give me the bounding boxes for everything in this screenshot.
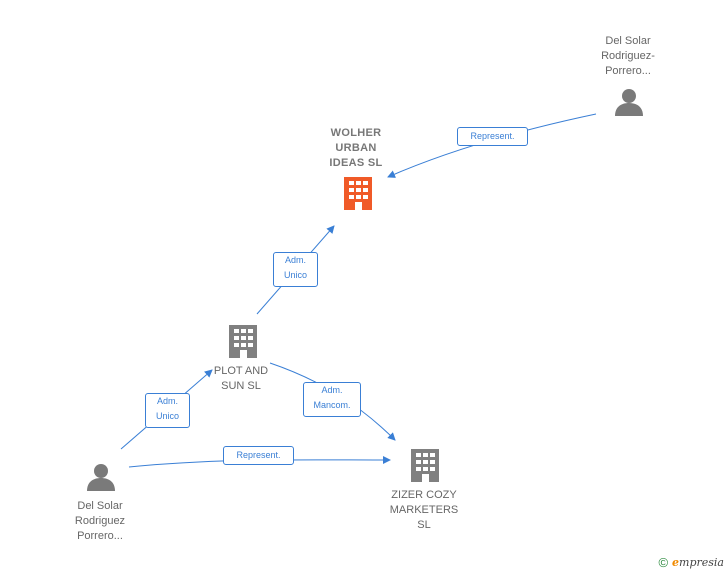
edge-label-top-represent: Represent. bbox=[457, 127, 528, 146]
company-label-wolher[interactable]: WOLHER URBAN IDEAS SL bbox=[329, 127, 383, 169]
edge-label-person-to-zizer: Represent. bbox=[223, 446, 294, 465]
company-label-zizer[interactable]: ZIZER COZY MARKETERS SL bbox=[389, 489, 459, 531]
edge-label-person-to-plot: Adm. Unico bbox=[145, 393, 190, 428]
building-icon bbox=[229, 325, 257, 358]
edge-label-plot-to-zizer: Adm. Mancom. bbox=[303, 382, 361, 417]
building-icon bbox=[411, 449, 439, 482]
brand-logo[interactable]: empresia bbox=[672, 556, 724, 569]
person-icon bbox=[615, 89, 643, 116]
edge-label-plot-to-wolher: Adm. Unico bbox=[273, 252, 318, 287]
person-label-top[interactable]: Del Solar Rodriguez- Porrero... bbox=[601, 35, 655, 77]
company-label-plot[interactable]: PLOT AND SUN SL bbox=[213, 365, 269, 392]
footer: © empresia bbox=[658, 555, 724, 570]
person-label-bottom[interactable]: Del Solar Rodriguez Porrero... bbox=[74, 500, 126, 542]
person-icon bbox=[87, 464, 115, 491]
building-icon bbox=[344, 177, 372, 210]
copyright-symbol: © bbox=[658, 555, 669, 570]
